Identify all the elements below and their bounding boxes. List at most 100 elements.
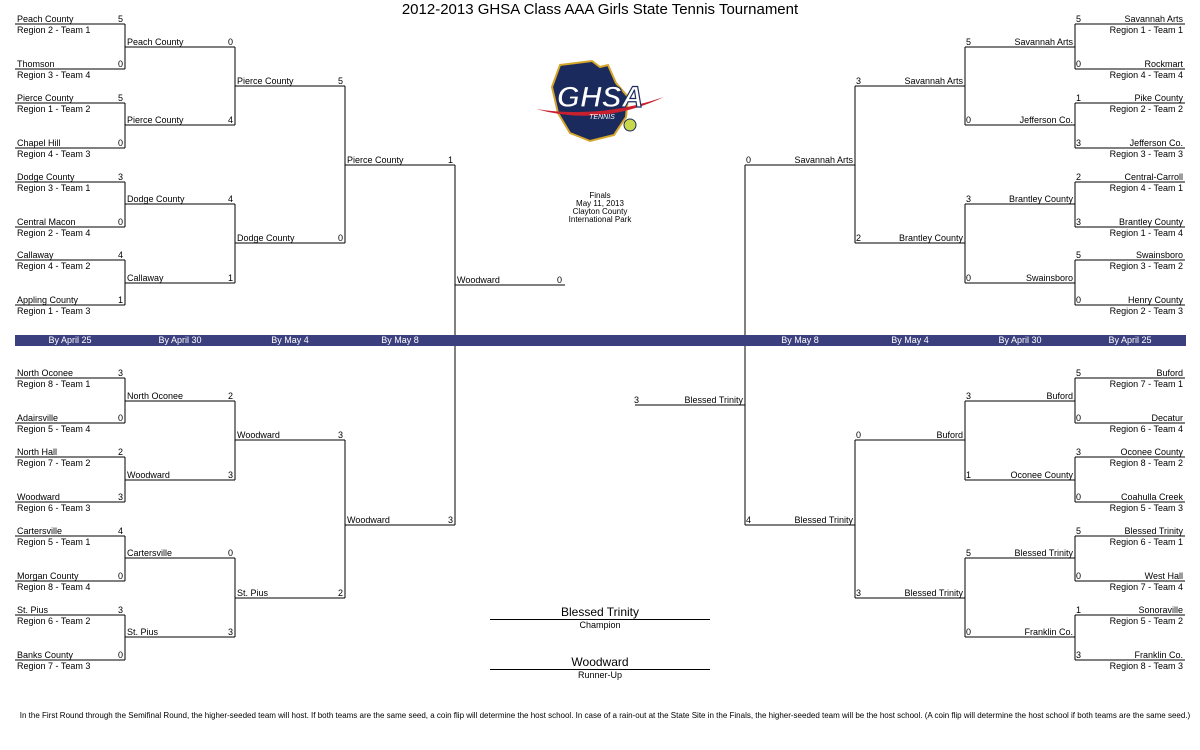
right-r3-score: 3 <box>856 588 862 598</box>
right-final-team: Blessed Trinity <box>684 395 743 405</box>
left-r1-team: Chapel Hill <box>17 138 61 148</box>
finals-venue-2: International Park <box>568 215 632 224</box>
left-r1-seed: Region 1 - Team 3 <box>17 306 91 316</box>
left-r1-score: 3 <box>117 368 123 378</box>
left-r1-score: 4 <box>117 526 123 536</box>
right-r1-team: Decatur <box>1151 413 1183 423</box>
left-r4-score: 1 <box>447 155 453 165</box>
right-r1-team: Pike County <box>1134 93 1183 103</box>
right-r1-team: Coahulla Creek <box>1120 492 1183 502</box>
left-r1-seed: Region 8 - Team 4 <box>17 582 91 592</box>
left-r1-score: 1 <box>117 295 123 305</box>
left-r1-seed: Region 4 - Team 3 <box>17 149 91 159</box>
right-r2-team: Buford <box>1046 391 1073 401</box>
band-right-r4: By May 8 <box>781 335 819 345</box>
runner-up-box: Woodward Runner-Up <box>490 656 710 680</box>
right-r2-score: 3 <box>966 194 972 204</box>
left-r1-team: St. Pius <box>17 605 49 615</box>
left-r1-seed: Region 7 - Team 2 <box>17 458 91 468</box>
right-r1-team: Franklin Co. <box>1134 650 1183 660</box>
right-r4-score: 0 <box>746 155 752 165</box>
left-r1-seed: Region 7 - Team 3 <box>17 661 91 671</box>
right-r1-team: Central-Carroll <box>1124 172 1183 182</box>
left-r1-seed: Region 6 - Team 2 <box>17 616 91 626</box>
left-r4-team: Pierce County <box>347 155 404 165</box>
right-final-score: 3 <box>634 395 640 405</box>
right-r2-score: 1 <box>966 470 972 480</box>
left-r1-seed: Region 8 - Team 1 <box>17 379 91 389</box>
right-r1-team: Sonoraville <box>1138 605 1183 615</box>
right-r1-seed: Region 7 - Team 1 <box>1109 379 1183 389</box>
left-r1-team: Dodge County <box>17 172 75 182</box>
right-r1-team: Jefferson Co. <box>1129 138 1183 148</box>
left-r1-score: 2 <box>117 447 123 457</box>
left-r1-team: Woodward <box>17 492 60 502</box>
left-final-team: Woodward <box>457 275 500 285</box>
left-r2-score: 3 <box>227 627 233 637</box>
left-r2-score: 0 <box>227 548 233 558</box>
left-r2-score: 2 <box>227 391 233 401</box>
right-r1-score: 3 <box>1076 650 1082 660</box>
left-r1-team: Central Macon <box>17 217 76 227</box>
left-r1-score: 3 <box>117 172 123 182</box>
right-r1-seed: Region 2 - Team 3 <box>1109 306 1183 316</box>
finals-date: May 11, 2013 <box>576 199 624 208</box>
left-r1-seed: Region 5 - Team 1 <box>17 537 91 547</box>
left-r1-score: 0 <box>117 571 123 581</box>
right-r3-team: Savannah Arts <box>904 76 963 86</box>
band-right-r1: By April 25 <box>1108 335 1152 345</box>
left-r2-score: 0 <box>227 37 233 47</box>
page-title: 2012-2013 GHSA Class AAA Girls State Ten… <box>401 1 799 18</box>
right-r2-score: 0 <box>966 273 972 283</box>
right-r2-team: Franklin Co. <box>1024 627 1073 637</box>
champion-name: Blessed Trinity <box>560 605 640 619</box>
left-r1-seed: Region 2 - Team 1 <box>17 25 91 35</box>
right-r2-score: 3 <box>966 391 972 401</box>
right-r2-team: Oconee County <box>1010 470 1073 480</box>
right-r1-score: 0 <box>1076 295 1082 305</box>
right-r1-score: 5 <box>1076 526 1082 536</box>
left-r1-score: 3 <box>117 605 123 615</box>
left-r3-score: 2 <box>337 588 343 598</box>
left-final-score: 0 <box>556 275 562 285</box>
left-r2-team: Cartersville <box>127 548 173 558</box>
right-r1-seed: Region 4 - Team 4 <box>1109 70 1183 80</box>
left-r2-team: Dodge County <box>127 194 185 204</box>
left-r1-seed: Region 6 - Team 3 <box>17 503 91 513</box>
right-r1-score: 3 <box>1076 447 1082 457</box>
right-r1-score: 1 <box>1076 605 1082 615</box>
left-r1-team: Callaway <box>17 250 54 260</box>
right-r1-seed: Region 7 - Team 4 <box>1109 582 1183 592</box>
finals-label: Finals <box>589 191 611 200</box>
right-r1-score: 1 <box>1076 93 1082 103</box>
right-r1-score: 0 <box>1076 413 1082 423</box>
footnote: In the First Round through the Semifinal… <box>19 711 1191 720</box>
left-r1-team: North Oconee <box>17 368 74 378</box>
left-r3-score: 3 <box>337 430 343 440</box>
left-r1-score: 0 <box>117 138 123 148</box>
left-r2-team: Pierce County <box>127 115 184 125</box>
right-r4-score: 4 <box>746 515 752 525</box>
right-r1-team: Brantley County <box>1118 217 1183 227</box>
left-r3-score: 5 <box>337 76 343 86</box>
right-r1-score: 5 <box>1076 250 1082 260</box>
runner-up-label: Runner-Up <box>577 670 623 680</box>
left-r1-seed: Region 3 - Team 1 <box>17 183 91 193</box>
right-r1-seed: Region 6 - Team 4 <box>1109 424 1183 434</box>
left-r1-seed: Region 5 - Team 4 <box>17 424 91 434</box>
right-r1-score: 5 <box>1076 14 1082 24</box>
right-r2-score: 5 <box>966 548 972 558</box>
right-r1-seed: Region 1 - Team 1 <box>1109 25 1183 35</box>
right-r1-seed: Region 4 - Team 1 <box>1109 183 1183 193</box>
band-left-r1: By April 25 <box>48 335 92 345</box>
left-r1-team: Thomson <box>17 59 55 69</box>
champion-line <box>490 619 710 620</box>
left-r2-team: Callaway <box>127 273 164 283</box>
left-r1-team: Appling County <box>17 295 79 305</box>
right-r2-score: 0 <box>966 627 972 637</box>
left-r3-team: Pierce County <box>237 76 294 86</box>
right-r1-team: Oconee County <box>1120 447 1183 457</box>
svg-text:TENNIS: TENNIS <box>589 114 615 121</box>
left-r1-score: 3 <box>117 492 123 502</box>
